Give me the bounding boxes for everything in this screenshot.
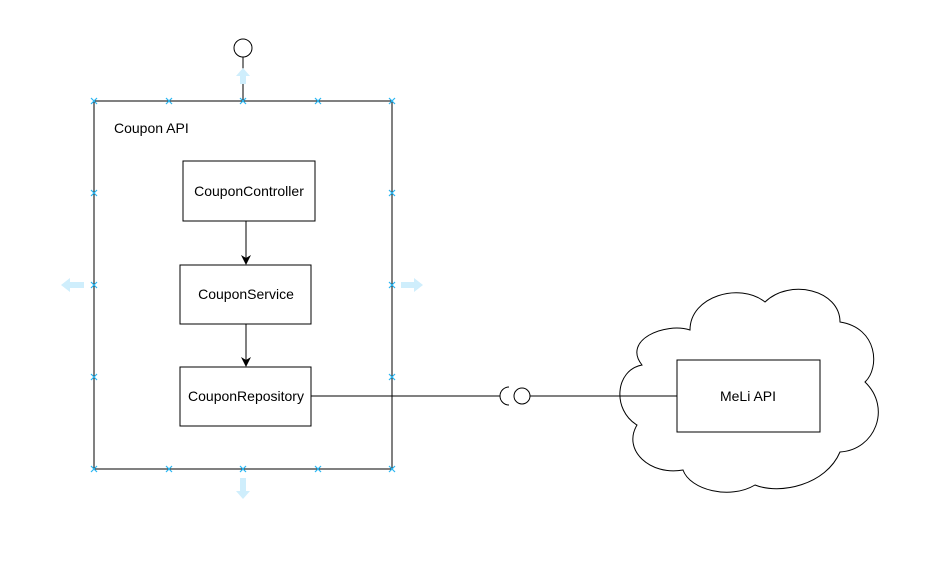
meli-api-node[interactable]: MeLi API: [676, 359, 821, 433]
coupon-repository-node[interactable]: CouponRepository: [179, 366, 312, 427]
coupon-api-label: Coupon API: [114, 120, 189, 136]
coupon-service-label: CouponService: [198, 286, 294, 302]
handle-right-mid[interactable]: [388, 281, 396, 289]
coupon-controller-label: CouponController: [194, 183, 304, 199]
coupon-service-node[interactable]: CouponService: [179, 264, 312, 325]
handle-left-1[interactable]: [90, 189, 98, 197]
hint-arrow-up-icon[interactable]: [236, 68, 250, 84]
handle-right-1[interactable]: [388, 189, 396, 197]
interface-socket-ball[interactable]: [499, 386, 531, 406]
hint-arrows[interactable]: [61, 68, 423, 499]
handle-left-3[interactable]: [90, 373, 98, 381]
coupon-controller-node[interactable]: CouponController: [182, 160, 316, 222]
provided-interface-ball-icon[interactable]: [513, 387, 531, 405]
handle-top-right[interactable]: [388, 97, 396, 105]
meli-api-label: MeLi API: [720, 388, 776, 404]
handle-top-1[interactable]: [165, 97, 173, 105]
hint-arrow-left-icon[interactable]: [61, 278, 84, 292]
handle-bottom-left[interactable]: [90, 465, 98, 473]
handle-top-3[interactable]: [314, 97, 322, 105]
handle-bottom-mid[interactable]: [239, 465, 247, 473]
handle-bottom-right[interactable]: [388, 465, 396, 473]
selection-handles[interactable]: [90, 97, 396, 473]
coupon-repository-label: CouponRepository: [188, 388, 304, 404]
hint-arrow-down-icon[interactable]: [236, 478, 250, 499]
required-interface-socket-icon[interactable]: [499, 386, 510, 406]
handle-top-mid[interactable]: [239, 97, 247, 105]
handle-bottom-3[interactable]: [314, 465, 322, 473]
handle-left-mid[interactable]: [90, 281, 98, 289]
handle-right-3[interactable]: [388, 373, 396, 381]
handle-top-left[interactable]: [90, 97, 98, 105]
handle-bottom-1[interactable]: [165, 465, 173, 473]
hint-arrow-right-icon[interactable]: [401, 278, 423, 292]
